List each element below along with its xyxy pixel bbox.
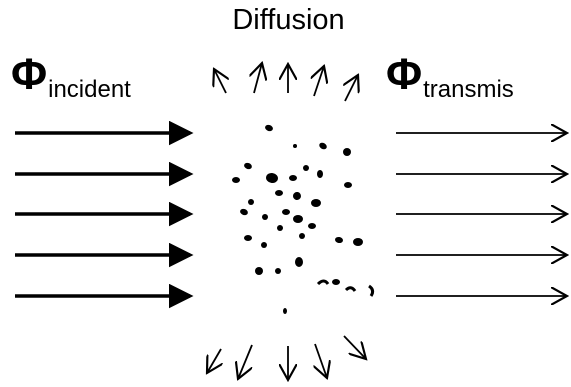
particle bbox=[248, 199, 254, 205]
incident-flux-symbol: Φ bbox=[11, 50, 48, 99]
incoming-arrows bbox=[15, 120, 194, 309]
diagram-title: Diffusion bbox=[232, 4, 345, 36]
downward-scatter-arrows bbox=[207, 335, 366, 380]
particle bbox=[244, 235, 252, 241]
particle bbox=[332, 279, 340, 285]
particle bbox=[232, 177, 240, 183]
downward-scatter-arrow bbox=[207, 348, 221, 373]
particle bbox=[282, 209, 290, 215]
particle bbox=[265, 124, 273, 132]
transmitted-flux-label: Φtransmis bbox=[386, 50, 514, 103]
particle bbox=[275, 190, 283, 196]
particle bbox=[293, 215, 303, 223]
particle bbox=[368, 284, 375, 297]
downward-scatter-arrow bbox=[343, 335, 366, 359]
particle bbox=[293, 144, 297, 148]
particle bbox=[344, 182, 352, 188]
incident-flux-subscript: incident bbox=[48, 76, 131, 103]
incident-flux-label: Φincident bbox=[11, 50, 131, 103]
downward-scatter-arrow bbox=[315, 343, 327, 378]
particle bbox=[262, 214, 268, 220]
particle bbox=[343, 148, 351, 156]
upward-scatter-arrow bbox=[345, 75, 358, 102]
particle bbox=[308, 223, 316, 229]
upward-scatter-arrow bbox=[314, 66, 324, 97]
particle bbox=[293, 192, 301, 200]
particle bbox=[266, 172, 278, 184]
particle bbox=[317, 170, 323, 178]
particle bbox=[311, 199, 321, 207]
downward-scatter-arrow bbox=[238, 344, 253, 379]
particle bbox=[299, 233, 305, 239]
upward-scatter-arrow bbox=[214, 69, 226, 94]
particle bbox=[303, 165, 309, 171]
scattering-particles bbox=[232, 124, 375, 314]
particle bbox=[289, 175, 297, 181]
particle bbox=[277, 225, 283, 231]
particle bbox=[344, 286, 357, 292]
particle bbox=[295, 257, 303, 267]
particle bbox=[240, 208, 248, 216]
particle bbox=[244, 162, 252, 170]
particle bbox=[335, 236, 343, 244]
particle bbox=[316, 279, 330, 286]
particle bbox=[353, 238, 363, 246]
transmitted-flux-symbol: Φ bbox=[386, 50, 423, 99]
particle bbox=[261, 242, 267, 248]
particle bbox=[275, 268, 281, 274]
outgoing-arrows bbox=[396, 133, 567, 296]
upward-scatter-arrow bbox=[254, 63, 262, 94]
transmitted-flux-subscript: transmis bbox=[423, 76, 514, 103]
particle bbox=[319, 142, 327, 150]
upward-scatter-arrows bbox=[214, 63, 358, 102]
particle bbox=[283, 308, 287, 314]
particle bbox=[255, 267, 263, 275]
